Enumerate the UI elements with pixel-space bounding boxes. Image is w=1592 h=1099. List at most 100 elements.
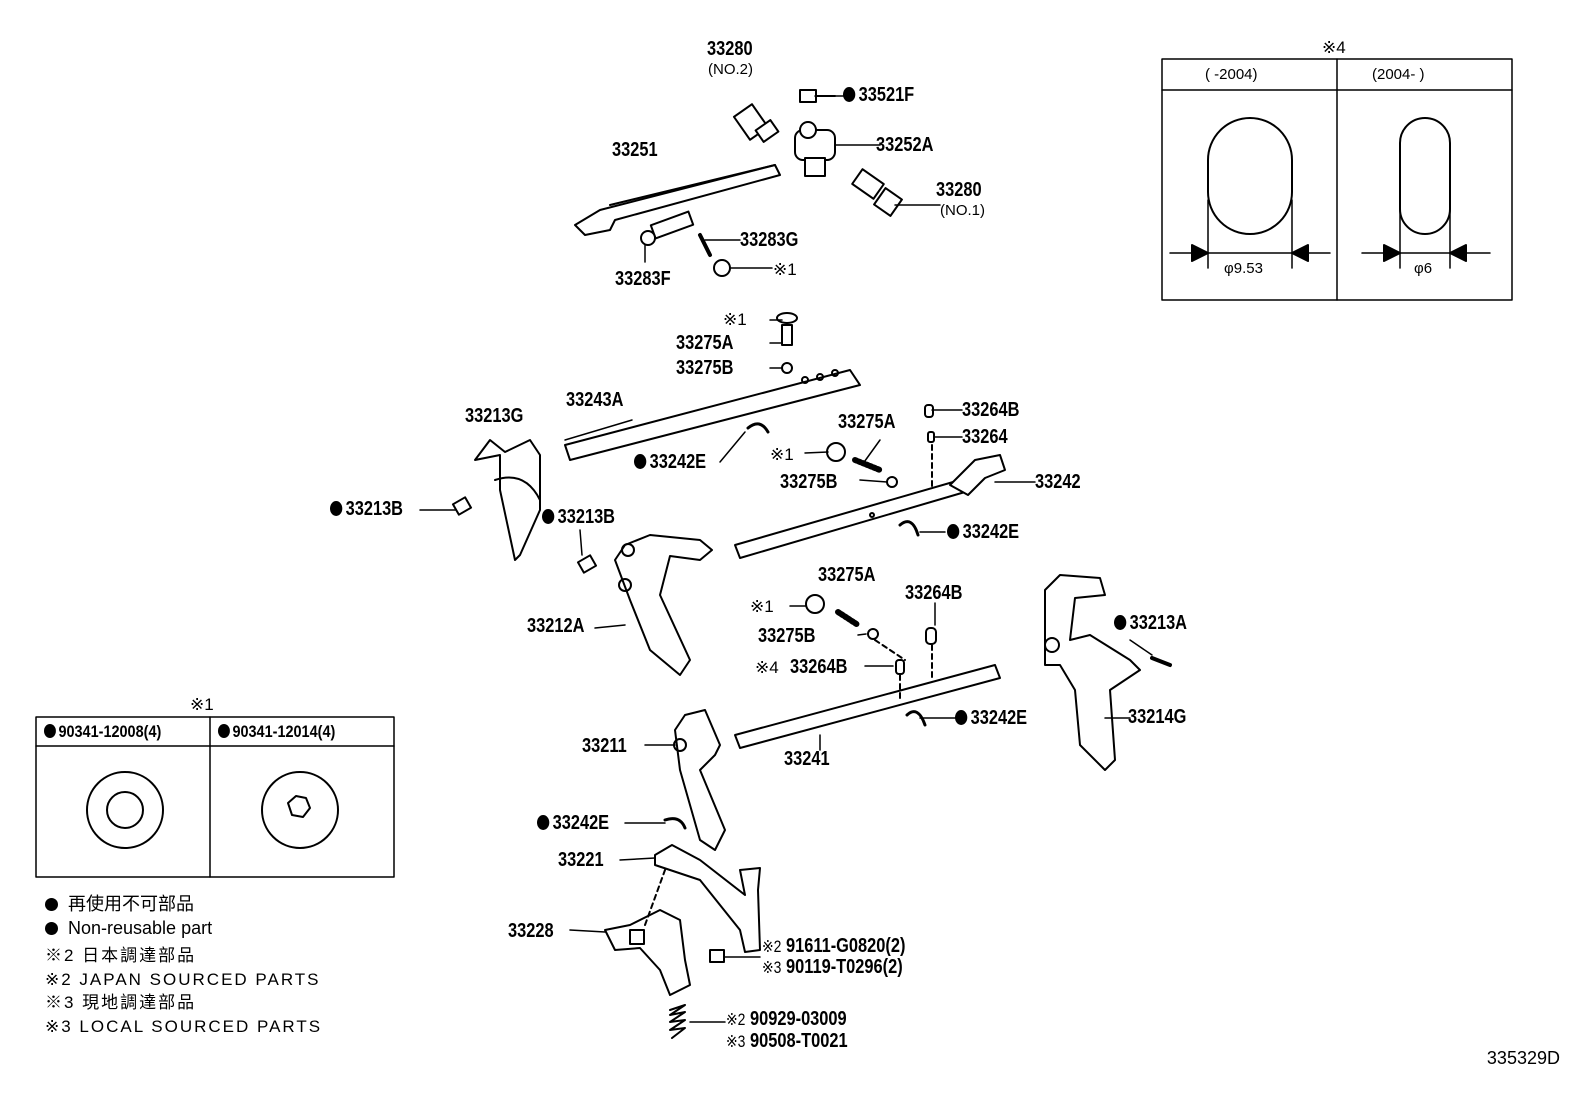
- label-33264b-low: 33264B: [905, 582, 963, 604]
- non-reusable-dot-icon: [44, 724, 56, 738]
- label-90929: ※2 90929-03009: [726, 1008, 847, 1030]
- label-33521f: 33521F: [843, 84, 914, 106]
- label-mark1-d: ※1: [750, 597, 774, 616]
- label-90508: ※3 90508-T0021: [726, 1030, 848, 1052]
- leader-lines-lower: [419, 319, 1153, 1023]
- label-33241: 33241: [784, 748, 830, 770]
- label-33242e-top: 33242E: [634, 451, 706, 473]
- label-33211: 33211: [582, 735, 627, 757]
- label-33213a: 33213A: [1114, 612, 1187, 634]
- table1-title: ※1: [190, 695, 214, 714]
- legend-local-sourced-jp: ※3 現地調達部品: [45, 993, 197, 1012]
- non-reusable-dot-icon: [1114, 615, 1127, 630]
- snap-ring-33242e-bottom: [663, 817, 687, 830]
- label-mark1-a: ※1: [773, 260, 797, 279]
- label-mark4: ※4: [755, 658, 779, 677]
- non-reusable-dot-icon: [330, 501, 343, 516]
- label-91611: ※2 91611-G0820(2): [762, 935, 906, 957]
- label-33275b-mid: 33275B: [780, 471, 838, 493]
- label-33275a-top: 33275A: [676, 332, 734, 354]
- legend-local-sourced-en: ※3 LOCAL SOURCED PARTS: [45, 1017, 323, 1036]
- label-33275b-top: 33275B: [676, 357, 734, 379]
- shift-rail-33241: [734, 664, 1001, 749]
- non-reusable-dot-icon: [218, 724, 230, 738]
- bolt-table-mark1: [35, 716, 395, 878]
- fork-33213g: [474, 439, 541, 561]
- table4-dim1: φ9.53: [1224, 260, 1263, 277]
- label-33275a-low: 33275A: [818, 564, 876, 586]
- label-33213g: 33213G: [465, 405, 524, 427]
- snap-ring-33242e-top: [746, 422, 770, 434]
- label-33280-top: 33280: [707, 38, 753, 60]
- label-33280-no1: 33280: [936, 179, 982, 201]
- label-33242e-bottom: 33242E: [537, 812, 609, 834]
- lever-33221: [654, 844, 761, 953]
- non-reusable-dot-icon: [542, 509, 555, 524]
- snap-ring-33242e-lower: [905, 710, 927, 727]
- label-33221: 33221: [558, 849, 604, 871]
- leader-lines-upper: [644, 95, 941, 269]
- label-90119: ※3 90119-T0296(2): [762, 956, 903, 978]
- shift-rail-33243a: [564, 369, 861, 461]
- label-33275b-low: 33275B: [758, 625, 816, 647]
- label-33264: 33264: [962, 426, 1008, 448]
- label-33275a-mid: 33275A: [838, 411, 896, 433]
- shift-rail-33242: [734, 454, 1006, 559]
- fork-33212a: [614, 534, 713, 676]
- legend-non-reusable-en: Non-reusable part: [45, 917, 212, 939]
- label-33264b-top: 33264B: [962, 399, 1020, 421]
- label-mark1-c: ※1: [770, 445, 794, 464]
- table4-dim2: φ6: [1414, 260, 1433, 277]
- non-reusable-dot-icon: [45, 898, 58, 911]
- non-reusable-dot-icon: [634, 454, 647, 469]
- label-33213b-left: 33213B: [330, 498, 403, 520]
- label-33213b-mid: 33213B: [542, 506, 615, 528]
- label-33283f: 33283F: [615, 268, 671, 290]
- figure-number: 335329D: [1486, 1048, 1560, 1068]
- spring-90929: [669, 1004, 686, 1039]
- lamp-switch-no2: [732, 103, 780, 143]
- snap-ring-33242e-middle: [898, 520, 920, 537]
- table4-title: ※4: [1322, 38, 1346, 57]
- oval-table-mark4: [1161, 58, 1513, 301]
- non-reusable-dot-icon: [955, 710, 968, 725]
- label-33264b-mark4: 33264B: [790, 656, 848, 678]
- label-33242: 33242: [1035, 471, 1081, 493]
- label-33228: 33228: [508, 920, 554, 942]
- pin-33213a: [1150, 656, 1172, 667]
- plug-mark1-middle: [826, 442, 898, 488]
- non-reusable-dot-icon: [843, 87, 856, 102]
- pin-33283g: [698, 233, 712, 257]
- bolt-33213b-middle: [576, 554, 598, 574]
- bolt-91611: [709, 949, 725, 963]
- table1-col1: 90341-12008(4): [44, 722, 161, 742]
- label-33252a: 33252A: [876, 134, 934, 156]
- table1-col2: 90341-12014(4): [218, 722, 335, 742]
- bolt-33213b-left: [451, 496, 473, 516]
- non-reusable-dot-icon: [947, 524, 960, 539]
- interlock-pins-lower: [895, 627, 937, 701]
- label-no2: (NO.2): [708, 61, 753, 78]
- label-no1: (NO.1): [940, 202, 985, 219]
- label-mark1-b: ※1: [723, 310, 747, 329]
- legend-non-reusable-jp: 再使用不可部品: [45, 893, 194, 915]
- fork-33214g: [1044, 574, 1141, 771]
- legend-japan-sourced-jp: ※2 日本調達部品: [45, 946, 197, 965]
- non-reusable-dot-icon: [45, 922, 58, 935]
- table4-col1: ( -2004): [1205, 66, 1258, 83]
- shift-lever-33211: [673, 709, 726, 851]
- pin-33283f: [640, 210, 695, 246]
- shift-head-33252a: [794, 121, 836, 177]
- plug-mark1-top: [713, 259, 731, 277]
- label-33242e-low: 33242E: [955, 707, 1027, 729]
- table4-col2: (2004- ): [1372, 66, 1425, 83]
- label-33212a: 33212A: [527, 615, 585, 637]
- label-33283g: 33283G: [740, 229, 799, 251]
- label-33243a: 33243A: [566, 389, 624, 411]
- plug-mark1-lower: [805, 594, 906, 661]
- non-reusable-dot-icon: [537, 815, 550, 830]
- shift-lever-shaft-33251: [574, 164, 781, 236]
- label-33214g: 33214G: [1128, 706, 1187, 728]
